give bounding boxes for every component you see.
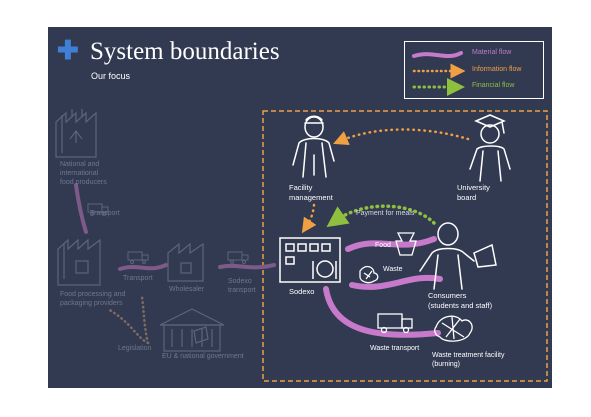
- waste-treatment-label: Waste treatment facility (burning): [432, 352, 505, 368]
- food-icon: [395, 232, 417, 256]
- wholesaler-label: Wholesaler: [169, 286, 205, 293]
- slide-subtitle: Our focus: [91, 71, 131, 81]
- food-label: Food: [375, 242, 391, 249]
- sodexo-transport-label: Sodexo transport: [228, 278, 256, 294]
- university-board-label: University board: [457, 183, 490, 202]
- financial-flow-payment: [326, 204, 436, 228]
- information-flow-facility-to-sodexo: [301, 203, 317, 234]
- legend-material-flow-icon: [412, 51, 463, 58]
- payment-for-meals-label: Payment for meals: [356, 210, 415, 217]
- consumers-label: Consumers (students and staff): [428, 291, 493, 310]
- university-board-figure-icon: [469, 114, 511, 182]
- wholesaler-sodexo-flow: [218, 263, 276, 270]
- truck-icon-2: [127, 251, 149, 264]
- transport-label-2: Transport: [123, 275, 153, 282]
- consumers-figure-icon: [419, 222, 497, 290]
- legend-financial-flow-label: Financial flow: [472, 82, 515, 89]
- legend-material-flow-label: Material flow: [472, 49, 512, 56]
- producers-transport-flow: [74, 183, 88, 234]
- material-flow-food: [345, 236, 437, 252]
- facility-management-label: Facility management: [289, 183, 333, 202]
- waste-label: Waste: [383, 266, 403, 273]
- government-building-icon: [159, 308, 225, 352]
- sodexo-label: Sodexo: [289, 287, 315, 296]
- system-boundary: [262, 110, 548, 382]
- diagram-canvas: [55, 51, 548, 382]
- waste-transport-label: Waste transport: [370, 345, 420, 352]
- food-processing-label: Food processing and packaging providers: [60, 291, 126, 307]
- sodexo-kitchen-icon: [279, 237, 341, 283]
- transport-label-1: Transport: [90, 210, 120, 217]
- material-flow-waste-transport: [323, 286, 441, 338]
- slide: ✚ System boundaries Our focus Material f…: [48, 27, 552, 388]
- waste-treatment-icon: [434, 315, 473, 342]
- legislation-label: Legislation: [118, 345, 152, 352]
- information-flow-board-to-facility: [333, 128, 470, 146]
- truck-icon-3: [227, 251, 249, 264]
- legislation-flow-2: [140, 295, 150, 345]
- waste-icon: [359, 265, 379, 284]
- plus-icon: ✚: [57, 35, 79, 65]
- legislation-flow: [106, 307, 150, 345]
- legend-information-flow-label: Information flow: [472, 66, 522, 73]
- wholesaler-building-icon: [167, 242, 204, 282]
- food-processing-factory-icon: [57, 238, 101, 286]
- truck-icon-1: [87, 203, 109, 216]
- processing-wholesaler-flow: [118, 263, 168, 271]
- material-flow-waste: [349, 274, 443, 290]
- legend: Material flow Information flow Financial…: [404, 41, 544, 99]
- facility-management-figure-icon: [292, 115, 335, 178]
- food-producers-factory-icon: [55, 109, 97, 158]
- waste-truck-icon: [377, 313, 413, 334]
- slide-title: System boundaries: [90, 38, 280, 65]
- food-producers-label: National and international food producer…: [60, 161, 107, 186]
- government-label: EU & national government: [162, 353, 244, 360]
